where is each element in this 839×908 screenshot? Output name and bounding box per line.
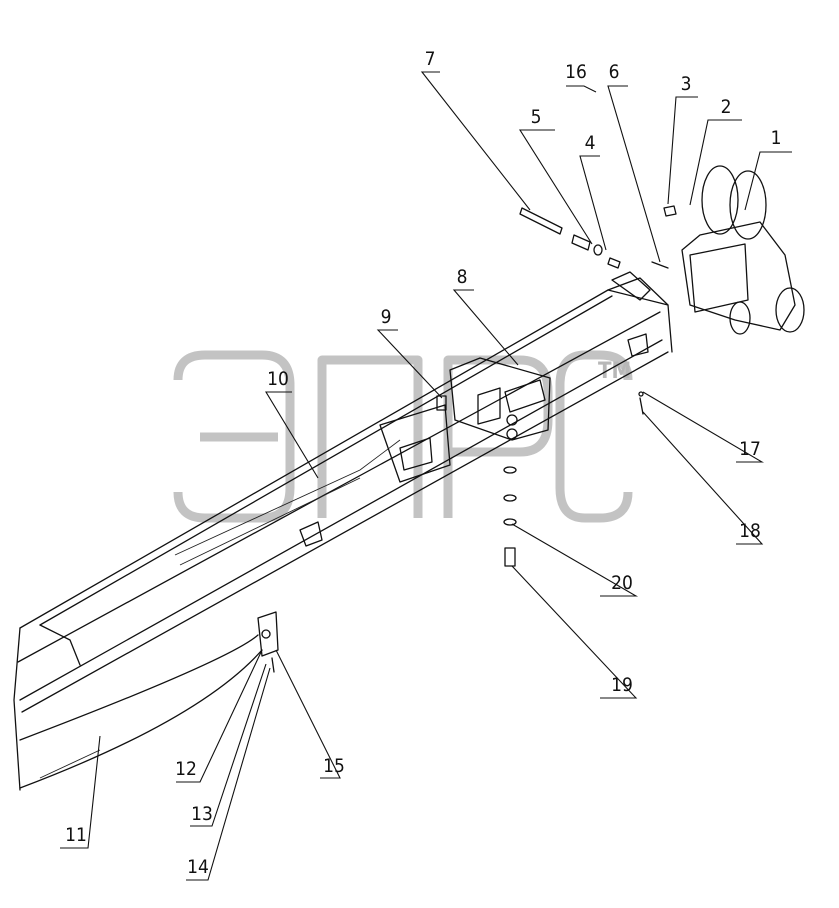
callout-17: 17 [739, 438, 761, 460]
callout-5: 5 [531, 106, 542, 128]
callout-10: 10 [267, 368, 289, 390]
watermark-trademark: TM [598, 359, 631, 384]
hardware-parts [257, 205, 677, 673]
callout-6: 6 [609, 61, 620, 83]
callout-8: 8 [457, 266, 468, 288]
bracket-part-9 [379, 395, 451, 483]
callout-15: 15 [323, 755, 345, 777]
callout-9: 9 [381, 306, 392, 328]
callout-14: 14 [187, 856, 209, 878]
callout-labels: 1 2 3 4 5 6 7 8 9 10 11 12 13 14 15 16 1… [65, 48, 781, 878]
callout-12: 12 [175, 758, 197, 780]
callout-13: 13 [191, 803, 213, 825]
callout-20: 20 [611, 572, 633, 594]
callout-7: 7 [425, 48, 436, 70]
callout-3: 3 [681, 73, 692, 95]
callout-2: 2 [721, 96, 732, 118]
callout-19: 19 [611, 674, 633, 696]
bracket-part-8 [449, 357, 551, 441]
watermark-logo: TM [173, 350, 633, 523]
callout-18: 18 [739, 520, 761, 542]
callout-1: 1 [771, 127, 782, 149]
callout-4: 4 [585, 132, 596, 154]
leader-lines [60, 71, 792, 881]
boom-assembly [13, 271, 673, 791]
callout-11: 11 [65, 824, 87, 846]
head-assembly-part-1 [681, 165, 805, 335]
callout-16: 16 [565, 61, 587, 83]
